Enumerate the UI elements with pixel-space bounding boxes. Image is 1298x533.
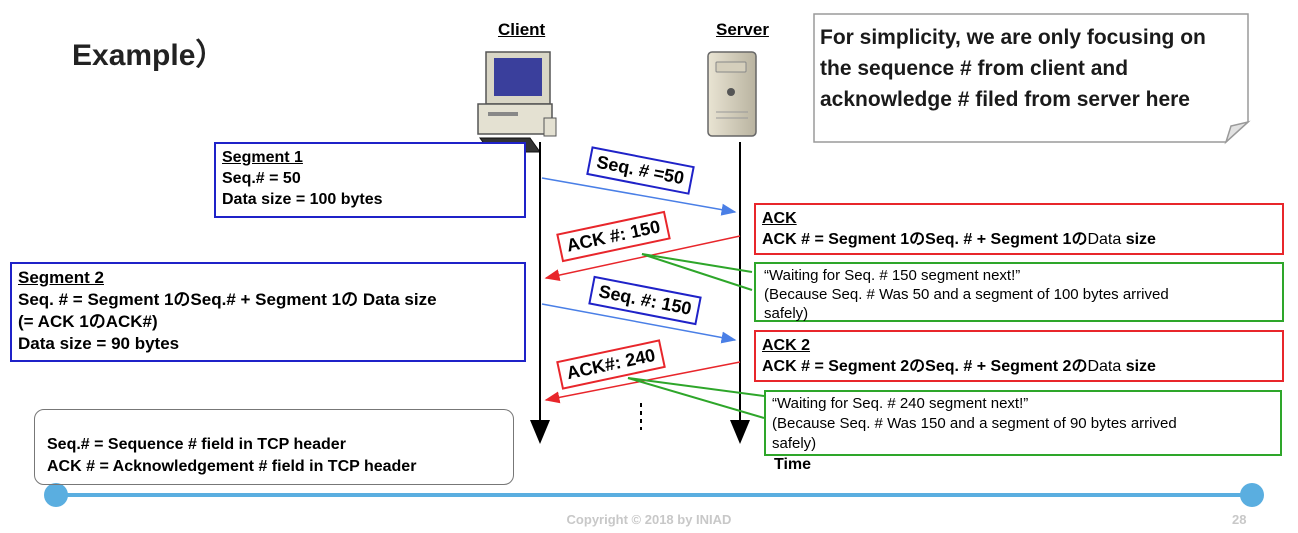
ack2-formula-part: size	[1125, 358, 1156, 375]
note-line: the sequence # from client and	[820, 57, 1129, 80]
callout1-line: “Waiting for Seq. # 150 segment next!”	[764, 267, 1021, 284]
note-line: acknowledge # filed from server here	[820, 88, 1190, 111]
ack2-box: ACK 2 ACK # = Segment 2のSeq. # + Segment…	[754, 330, 1284, 382]
note-text: For simplicity, we are only focusing on …	[820, 22, 1245, 115]
note-line: For simplicity, we are only focusing on	[820, 26, 1206, 49]
ack1-arrow	[544, 235, 741, 282]
segment1-size: Data size = 100 bytes	[222, 191, 383, 208]
computer-icon	[477, 51, 557, 153]
ack2-heading: ACK 2	[762, 337, 811, 354]
slide-title: Example）	[72, 39, 226, 72]
callout1-pointer	[641, 253, 753, 291]
ack1-box: ACK ACK # = Segment 1のSeq. # + Segment 1…	[754, 203, 1284, 255]
callout2-line: (Because Seq. # Was 150 and a segment of…	[772, 415, 1177, 432]
segment2-seq: Seq. # = Segment 1のSeq.# + Segment 1の Da…	[18, 290, 437, 309]
timeline-start-dot	[44, 483, 68, 507]
segment1-seq: Seq.# = 50	[222, 170, 301, 187]
ack2-arrow	[544, 361, 741, 404]
callout1-box: “Waiting for Seq. # 150 segment next!” (…	[754, 262, 1284, 322]
callout1-line: (Because Seq. # Was 50 and a segment of …	[764, 286, 1169, 303]
legend-text: Seq.# = Sequence # field in TCP header A…	[47, 434, 416, 478]
callout2-box: “Waiting for Seq. # 240 segment next!” (…	[764, 390, 1282, 456]
callout2-pointer	[627, 377, 765, 419]
ack1-formula: ACK # = Segment 1のSeq. # + Segment 1のDat…	[762, 229, 1276, 250]
ack2-formula-part: Data	[1087, 358, 1126, 375]
ack2-formula: ACK # = Segment 2のSeq. # + Segment 2のDat…	[762, 356, 1276, 377]
segment1-box: Segment 1 Seq.# = 50 Data size = 100 byt…	[214, 142, 526, 218]
segment2-heading: Segment 2	[18, 268, 104, 287]
copyright: Copyright © 2018 by INIAD	[566, 512, 732, 527]
server-label: Server	[716, 20, 769, 39]
client-label: Client	[498, 20, 546, 39]
seq2-arrow	[541, 303, 737, 344]
ack1-formula-part: ACK # = Segment 1のSeq. # + Segment 1の	[762, 231, 1088, 248]
segment1-heading: Segment 1	[222, 149, 303, 166]
ack2-formula-part: ACK # = Segment 2のSeq. # + Segment 2の	[762, 358, 1088, 375]
time-label: Time	[774, 456, 812, 473]
callout2-line: “Waiting for Seq. # 240 segment next!”	[772, 395, 1029, 412]
ack1-heading: ACK	[762, 210, 797, 227]
timeline-end-dot	[1240, 483, 1264, 507]
ack1-formula-part: Data	[1087, 231, 1126, 248]
legend-ack: ACK # = Acknowledgement # field in TCP h…	[47, 458, 417, 475]
server-icon	[707, 51, 757, 137]
legend-seq: Seq.# = Sequence # field in TCP header	[47, 436, 346, 453]
segment2-ack-ref: (= ACK 1のACK#)	[18, 312, 158, 331]
segment2-size: Data size = 90 bytes	[18, 334, 180, 353]
seq1-arrow	[541, 177, 737, 216]
note-box	[813, 13, 1251, 145]
legend-box: Seq.# = Sequence # field in TCP header A…	[34, 409, 514, 485]
segment2-box: Segment 2 Seq. # = Segment 1のSeq.# + Seg…	[10, 262, 526, 362]
callout1-line: safely)	[764, 305, 809, 322]
page-number: 28	[1232, 512, 1247, 527]
callout2-line: safely)	[772, 435, 817, 452]
ack1-formula-part: size	[1125, 231, 1156, 248]
